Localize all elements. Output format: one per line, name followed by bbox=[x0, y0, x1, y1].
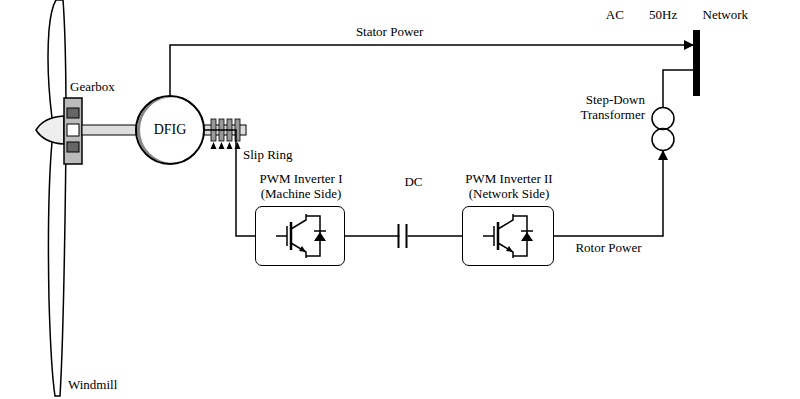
power-line bbox=[663, 70, 693, 107]
edge-label: Rotor Power bbox=[573, 241, 643, 256]
gear bbox=[67, 124, 79, 136]
shaft bbox=[82, 125, 136, 135]
part-name: Gearbox bbox=[70, 80, 115, 95]
inverter-box: PWM Inverter I (Machine Side) bbox=[255, 206, 345, 266]
power-line bbox=[345, 235, 462, 237]
edge-label: Stator Power bbox=[354, 25, 426, 40]
gear bbox=[67, 108, 79, 118]
blade bbox=[48, 142, 66, 396]
igbt-symbol bbox=[483, 214, 533, 258]
transformer-symbol: Step-Down Transformer bbox=[651, 107, 675, 151]
power-line bbox=[170, 45, 693, 95]
gear bbox=[67, 142, 79, 152]
node-label: DFIG bbox=[154, 122, 187, 138]
power-line bbox=[554, 151, 663, 236]
edge-label: DC bbox=[402, 175, 424, 190]
node-heading: PWM Inverter I (Machine Side) bbox=[245, 172, 357, 202]
transformer-coils bbox=[651, 107, 675, 151]
part-name: Slip Ring bbox=[243, 148, 293, 163]
generator-circle: DFIG bbox=[135, 95, 205, 165]
gearbox bbox=[64, 98, 82, 164]
power-line bbox=[205, 130, 255, 236]
node-heading: Step-Down Transformer bbox=[567, 93, 645, 123]
node-heading: AC 50Hz Network bbox=[606, 8, 748, 23]
igbt-symbol bbox=[276, 214, 326, 258]
hub bbox=[36, 116, 64, 144]
capacitor-plate bbox=[406, 224, 408, 248]
network-bus: AC 50Hz Network bbox=[693, 30, 700, 96]
inverter-box: PWM Inverter II (Network Side) bbox=[462, 206, 554, 266]
part-name: Windmill bbox=[68, 378, 117, 393]
node-heading: PWM Inverter II (Network Side) bbox=[453, 172, 565, 202]
